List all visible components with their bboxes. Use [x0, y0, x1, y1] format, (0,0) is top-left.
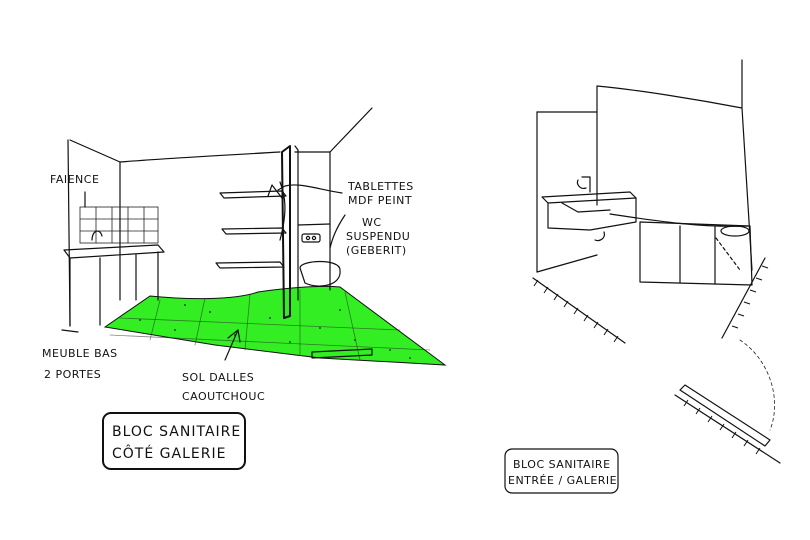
ceiling-right	[329, 107, 373, 153]
label-cabinet-2: 2 PORTES	[44, 368, 101, 381]
annotation-arrows	[61, 181, 346, 361]
floor-drain	[311, 348, 373, 359]
left-title-line1: BLOC SANITAIRE	[112, 424, 241, 440]
door-leaf	[674, 384, 781, 464]
ceiling-line-left	[69, 139, 121, 163]
label-wc-1: WC	[362, 216, 382, 229]
right-title-box	[504, 448, 619, 494]
right-room-floor-curve	[609, 213, 749, 227]
right-hatched-wall-b	[721, 257, 769, 339]
ceiling-curve	[119, 151, 281, 163]
label-shelves-2: MDF PEINT	[348, 194, 412, 207]
right-title-line1: BLOC SANITAIRE	[513, 458, 611, 471]
rubber-tile-floor	[103, 285, 447, 366]
label-cabinet-1: MEUBLE BAS	[42, 347, 118, 360]
label-floor-1: SOL DALLES	[182, 371, 254, 384]
right-title-line2: ENTRÉE / GALERIE	[508, 474, 617, 487]
right-room-ceiling	[536, 85, 598, 113]
left-title-box	[102, 412, 246, 470]
low-cabinet	[63, 230, 165, 327]
label-floor-2: CAOUTCHOUC	[182, 390, 265, 403]
right-sketch: BLOC SANITAIRE ENTRÉE / GALERIE	[504, 59, 781, 494]
mdf-shelves	[215, 190, 331, 269]
right-low-cabinet	[639, 221, 753, 286]
right-hatched-wall-a	[532, 277, 626, 344]
label-shelves-1: TABLETTES	[347, 180, 414, 193]
right-vanity	[541, 176, 637, 242]
right-room-floor-line	[536, 254, 598, 273]
door-swing-arc	[739, 339, 775, 431]
label-wc-3: (GEBERIT)	[346, 244, 407, 257]
wall-hung-wc	[299, 233, 341, 287]
wall-tiles	[79, 206, 159, 244]
label-faience: FAIENCE	[50, 173, 99, 186]
left-sketch: FAIENCE TABLETTES MDF PEINT WC SUSPENDU …	[42, 107, 447, 470]
floor-tile-grid	[109, 289, 431, 361]
partition-screen	[281, 145, 291, 319]
right-room-top-curve	[596, 59, 743, 109]
partition-edge	[294, 145, 299, 301]
label-wc-2: SUSPENDU	[346, 230, 410, 243]
left-title-line2: CÔTÉ GALERIE	[112, 444, 226, 462]
